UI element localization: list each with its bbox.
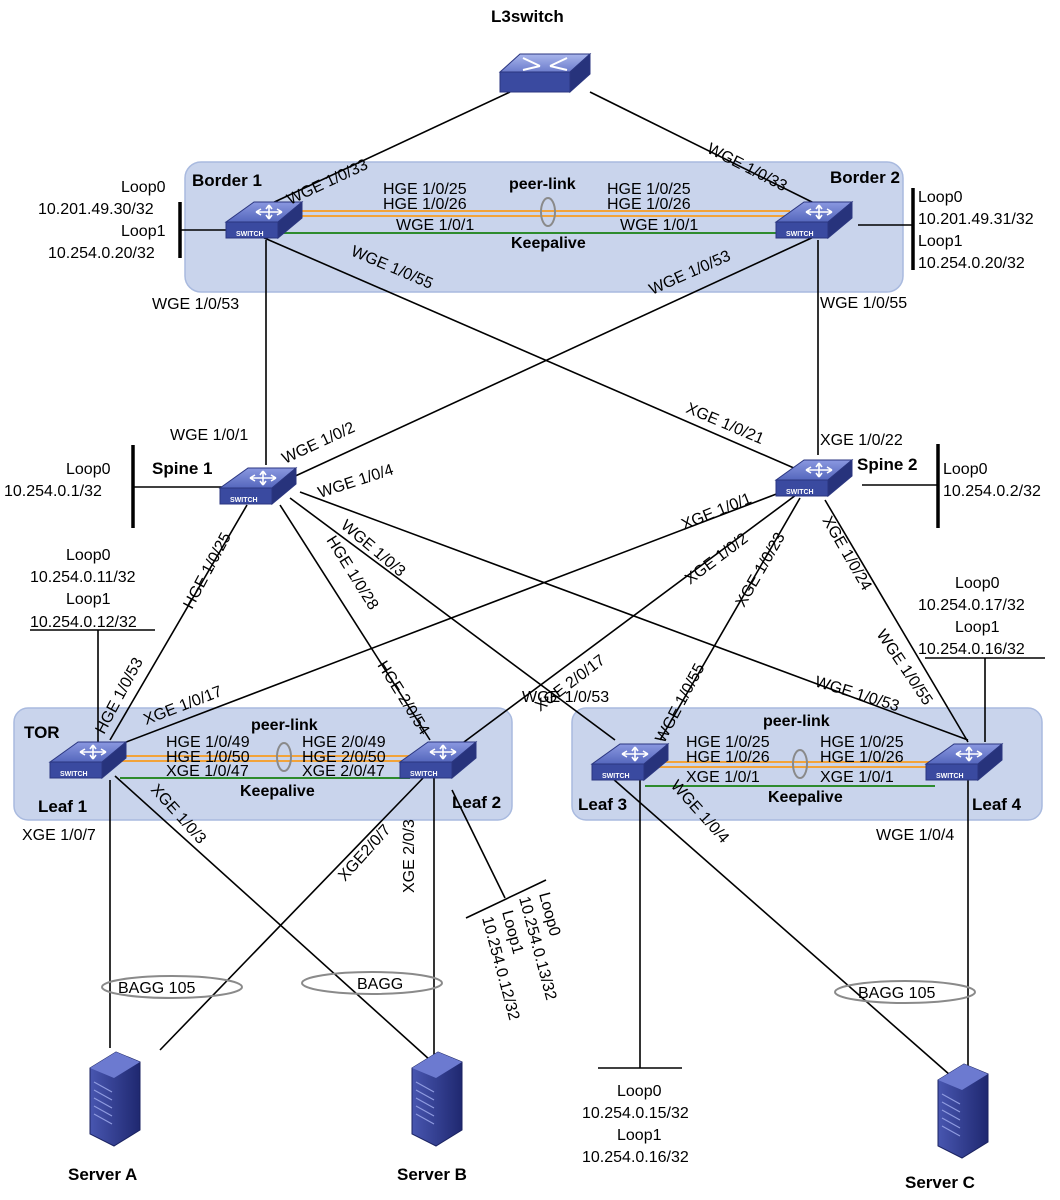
router-icon[interactable] (498, 52, 592, 94)
keepalive-label: Keepalive (240, 783, 315, 800)
port-label: WGE 1/0/4 (876, 827, 954, 844)
leaf4-title: Leaf 4 (972, 795, 1022, 814)
tor-title: TOR (24, 723, 60, 742)
bagg-label: BAGG 105 (118, 980, 195, 997)
switch-badge: SWITCH (786, 489, 814, 496)
port-label: XGE 1/0/22 (820, 432, 903, 449)
keepalive-label: Keepalive (511, 235, 586, 252)
port-label: XGE 1/0/1 (686, 769, 760, 786)
switch-badge: SWITCH (786, 231, 814, 238)
aggregation-rings (101, 197, 976, 1004)
port-label: XGE 2/0/47 (302, 763, 385, 780)
loopback-label: 10.201.49.30/32 (38, 201, 154, 218)
port-label: WGE 1/0/55 (820, 295, 907, 312)
port-label: WGE 1/0/53 (522, 689, 609, 706)
server-icon[interactable] (411, 1051, 463, 1147)
port-label: WGE 1/0/1 (396, 217, 474, 234)
loopback-label: Loop1 (121, 223, 166, 240)
loopback-label: Loop0 (121, 179, 166, 196)
loopback-label: 10.254.0.2/32 (943, 483, 1041, 500)
switch-badge: SWITCH (230, 497, 258, 504)
port-label: XGE 1/0/2 (682, 530, 751, 588)
border1-title: Border 1 (192, 171, 262, 190)
switch-badge: SWITCH (236, 231, 264, 238)
peer-links (120, 210, 935, 787)
server-icon[interactable] (937, 1063, 989, 1159)
bagg-label: BAGG (357, 976, 403, 993)
port-label: HGE 1/0/25 (181, 530, 235, 612)
port-label: HGE 1/0/25 (383, 181, 467, 198)
keepalive-label: Keepalive (768, 789, 843, 806)
tor-group-region (13, 707, 513, 821)
port-label: WGE 1/0/2 (280, 419, 358, 468)
loopback-label: 10.254.0.15/32 (582, 1105, 689, 1122)
port-label: XGE 1/0/7 (22, 827, 96, 844)
port-label: XGE 1/0/21 (683, 400, 766, 448)
loopback-label: Loop0 (918, 189, 963, 206)
port-label: HGE 1/0/26 (607, 196, 691, 213)
port-label: XGE2/0/7 (335, 822, 394, 885)
port-label: HGE 1/0/49 (166, 734, 250, 751)
port-label: XGE 1/0/24 (819, 514, 875, 594)
peer-link-label: peer-link (251, 717, 318, 734)
loopback-label: Loop0 (955, 575, 1000, 592)
port-label: HGE 2/0/49 (302, 734, 386, 751)
port-label: XGE 1/0/1 (820, 769, 894, 786)
port-label: HGE 1/0/50 (166, 749, 250, 766)
switch-badge: SWITCH (936, 773, 964, 780)
loopback-label: Loop0 (66, 461, 111, 478)
loopback-label: Loop0 (617, 1083, 662, 1100)
loopback-bars (30, 188, 1045, 1069)
loopback-label: 10.254.0.11/32 (30, 569, 136, 586)
loopback-label: 10.254.0.20/32 (48, 245, 155, 262)
leaf2-title: Leaf 2 (452, 793, 501, 812)
switch-badge: SWITCH (60, 771, 88, 778)
links (97, 91, 986, 1076)
port-label: XGE 1/0/47 (166, 763, 249, 780)
loopback-label: 10.254.0.16/32 (918, 641, 1025, 658)
port-label: XGE 2/0/3 (401, 819, 418, 893)
loopback-label: Loop1 (918, 233, 963, 250)
port-label: HGE 2/0/50 (302, 749, 386, 766)
port-label: XGE 1/0/1 (679, 490, 754, 533)
loopback-label: 10.254.0.16/32 (582, 1149, 689, 1166)
loopback-label: Loop1 (955, 619, 1000, 636)
border-group-region (184, 161, 904, 293)
port-label: HGE 1/0/25 (607, 181, 691, 198)
loopback-label: Loop1 (66, 591, 111, 608)
loopback-label: 10.254.0.17/32 (918, 597, 1025, 614)
loopback-label: 10.201.49.31/32 (918, 211, 1034, 228)
port-label: HGE 1/0/26 (820, 749, 904, 766)
switch-badge: SWITCH (602, 773, 630, 780)
port-label: WGE 1/0/53 (152, 296, 239, 313)
port-label: HGE 1/0/26 (686, 749, 770, 766)
l3switch-title: L3switch (491, 7, 564, 26)
spine1-title: Spine 1 (152, 459, 212, 478)
peer-link-label: peer-link (509, 176, 576, 193)
server-a-title: Server A (68, 1165, 137, 1184)
port-label: HGE 1/0/25 (686, 734, 770, 751)
border2-title: Border 2 (830, 168, 900, 187)
port-label: WGE 1/0/1 (620, 217, 698, 234)
port-label: HGE 1/0/25 (820, 734, 904, 751)
loopback-label: Loop1 (617, 1127, 662, 1144)
port-label: HGE 1/0/26 (383, 196, 467, 213)
server-c-title: Server C (905, 1173, 975, 1192)
leaf3-title: Leaf 3 (578, 795, 627, 814)
loopback-label: Loop0 (66, 547, 111, 564)
bagg-label: BAGG 105 (858, 985, 935, 1002)
server-icon[interactable] (89, 1051, 141, 1147)
server-b-title: Server B (397, 1165, 467, 1184)
port-label: WGE 1/0/1 (170, 427, 248, 444)
loopback-label: 10.254.0.12/32 (30, 614, 137, 631)
spine2-title: Spine 2 (857, 455, 917, 474)
loopback-label: 10.254.0.20/32 (918, 255, 1025, 272)
switch-badge: SWITCH (410, 771, 438, 778)
peer-link-label: peer-link (763, 713, 830, 730)
loopback-label: 10.254.0.1/32 (4, 483, 102, 500)
leaf1-title: Leaf 1 (38, 797, 87, 816)
port-label: WGE 1/0/4 (316, 461, 396, 501)
loopback-label: Loop0 (943, 461, 988, 478)
